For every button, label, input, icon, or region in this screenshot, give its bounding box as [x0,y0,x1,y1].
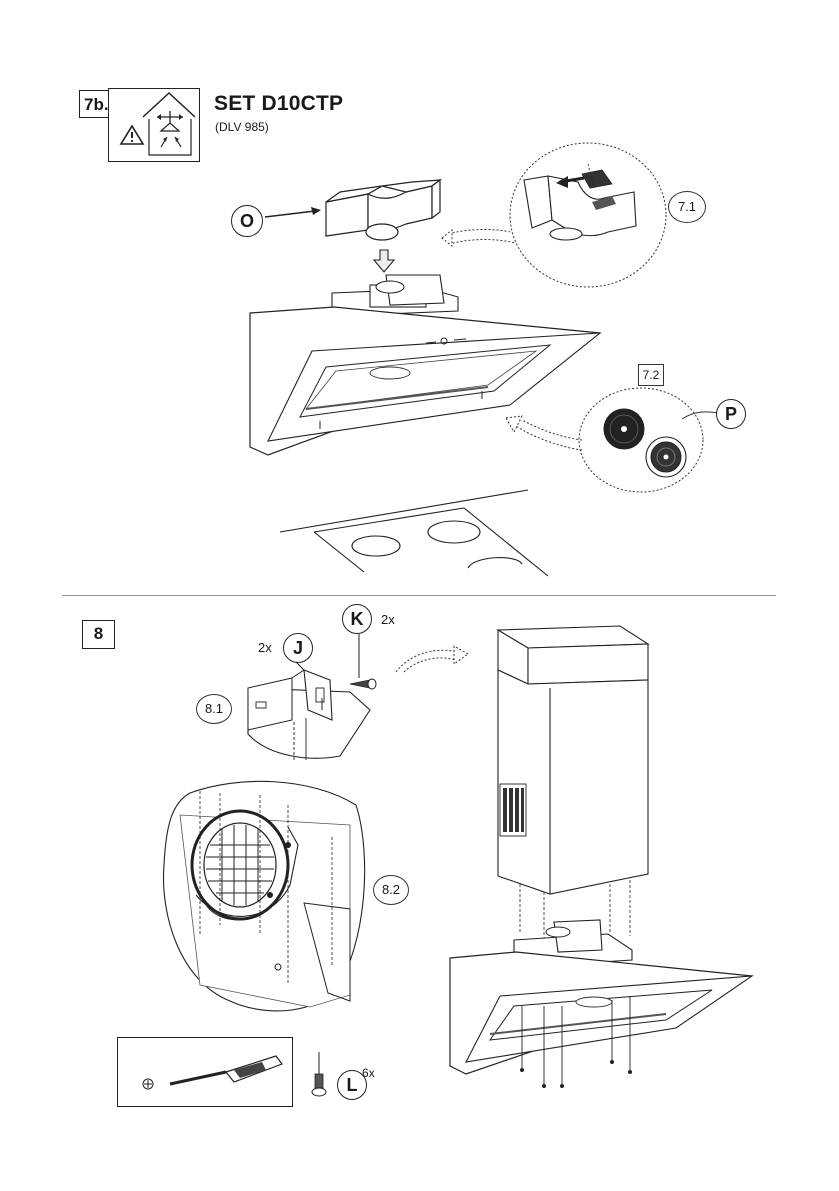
step-8-number: 8 [93,624,104,643]
part-o-label: O [231,205,263,237]
chimney-assembly [449,625,755,1088]
dashed-arrow-7-2 [505,415,583,451]
down-arrow [372,249,396,273]
screwdriver-icon [142,1055,283,1090]
detail-8-2-fan [162,780,366,1012]
part-k-text: K [350,609,364,629]
cooker-hood-7 [249,274,602,456]
page-title: SET D10CTP [214,92,344,115]
part-j-qty: 2x [258,640,272,655]
dashed-arrow-8 [395,645,469,673]
part-p-label: P [716,399,746,429]
part-l-label: L [337,1070,367,1100]
section-divider [62,595,776,596]
part-o-arrow [264,207,321,218]
part-l-text: L [346,1075,358,1095]
detail-8-1-label: 8.1 [196,694,232,724]
warning-icon [119,124,145,145]
screw-l-icon [311,1052,327,1097]
part-k-label: K [342,604,372,634]
model-subtitle: (DLV 985) [215,120,269,134]
part-j-text: J [292,638,303,658]
detail-8-2-text: 8.2 [381,882,401,897]
part-p-text: P [724,404,737,424]
part-k-qty: 2x [381,612,395,627]
detail-7-2-label: 7.2 [638,364,664,386]
screw-k-line [358,634,360,678]
detail-7-2-text: 7.2 [642,368,660,382]
detail-8-1-bracket [247,661,371,760]
detail-7-1-text: 7.1 [677,199,697,214]
part-o-text: O [239,211,254,231]
detail-7-2-circle [578,387,704,493]
part-p-line [681,411,719,420]
cooktop [279,489,549,577]
tools-box [117,1037,293,1107]
detail-8-1-text: 8.1 [204,701,224,716]
recirculation-icon [108,88,200,162]
part-l-qty: 6x [362,1066,375,1080]
detail-8-2-label: 8.2 [373,875,409,905]
detail-7-1-label: 7.1 [668,191,706,223]
duct-connector [325,178,442,241]
detail-7-1-circle [509,142,667,288]
step-8-number-box: 8 [82,620,115,649]
part-j-label: J [283,633,313,663]
screw-k [349,678,377,690]
